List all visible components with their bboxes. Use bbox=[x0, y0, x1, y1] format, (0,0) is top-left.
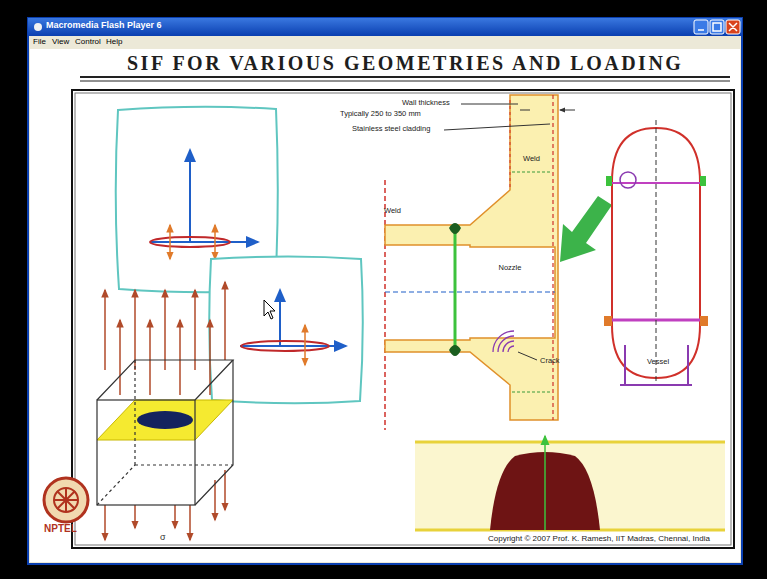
part-label: Wall thickness bbox=[402, 99, 450, 107]
part-label: Weld bbox=[523, 155, 540, 163]
menu-item: View bbox=[52, 38, 69, 47]
dimension: Typically 250 to 350 mm bbox=[340, 110, 421, 118]
logo-text: NPTEL bbox=[44, 523, 77, 534]
region-label: Nozzle bbox=[470, 252, 550, 282]
part-label: Vessel bbox=[647, 358, 669, 366]
page-title: SIF FOR VARIOUS GEOMETRIES AND LOADING bbox=[127, 52, 683, 74]
stress-symbol: σ bbox=[160, 533, 166, 543]
menu-item: Help bbox=[106, 38, 122, 47]
part-label: Stainless steel cladding bbox=[352, 125, 430, 133]
part-label: Crack bbox=[540, 357, 560, 365]
menu-item: File bbox=[33, 38, 46, 47]
part-label: Weld bbox=[384, 207, 401, 215]
part-label: Nozzle bbox=[499, 263, 522, 272]
window-title: Macromedia Flash Player 6 bbox=[46, 21, 162, 31]
menu-item: Control bbox=[75, 38, 101, 47]
copyright-note: Copyright © 2007 Prof. K. Ramesh, IIT Ma… bbox=[488, 535, 710, 544]
